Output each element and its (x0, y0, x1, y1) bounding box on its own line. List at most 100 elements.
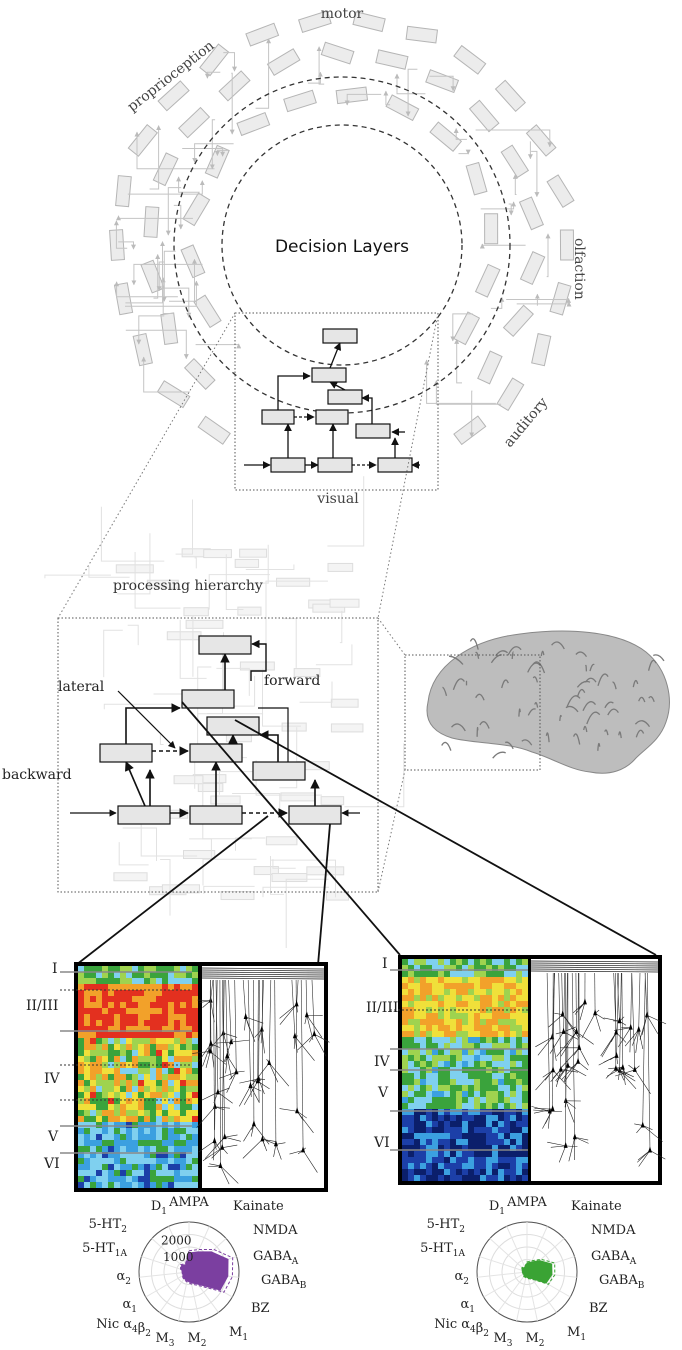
neuron-soma (243, 1013, 248, 1020)
heatmap-cell (432, 1115, 438, 1121)
heatmap-cell (180, 1140, 186, 1146)
heatmap-cell (168, 1176, 174, 1182)
heatmap-cell (108, 1146, 114, 1152)
heatmap-cell (438, 1061, 444, 1067)
heatmap-cell (468, 1055, 474, 1061)
neuron-soma (208, 1047, 213, 1054)
heatmap-cell (156, 972, 162, 978)
heatmap-cell (132, 1134, 138, 1140)
heatmap-cell (492, 1157, 498, 1163)
heatmap-cell (144, 1062, 150, 1068)
heatmap-cell (510, 1145, 516, 1151)
heatmap-cell (498, 1079, 504, 1085)
faint-node (253, 866, 279, 876)
heatmap-cell (492, 965, 498, 971)
heatmap-cell (78, 1050, 84, 1056)
heatmap-cell (456, 1091, 462, 1097)
heatmap-cell (114, 1050, 120, 1056)
heatmap-cell (84, 1092, 90, 1098)
heatmap-cell (516, 983, 522, 989)
faint-edge (270, 856, 284, 895)
heatmap-cell (156, 1104, 162, 1110)
heatmap-cell (84, 1164, 90, 1170)
heatmap-cell (414, 1073, 420, 1079)
heatmap-cell (78, 966, 84, 972)
heatmap-cell (486, 965, 492, 971)
ring-edge (192, 143, 234, 163)
heatmap-cell (522, 1121, 528, 1127)
heatmap-cell (480, 1145, 486, 1151)
heatmap-cell (402, 1085, 408, 1091)
heatmap-cell (144, 984, 150, 990)
heatmap-cell (174, 1026, 180, 1032)
heatmap-cell (78, 984, 84, 990)
neuron-dendrite (558, 972, 562, 1070)
heatmap-cell (438, 1085, 444, 1091)
brain-sulcus (597, 673, 609, 686)
heatmap-cell (438, 995, 444, 1001)
heatmap-cell (162, 1002, 168, 1008)
brain-sulcus (604, 729, 609, 736)
heatmap-cell (138, 1050, 144, 1056)
neuron-branch (533, 1109, 550, 1112)
heatmap-cell (432, 1043, 438, 1049)
heatmap-cell (486, 1007, 492, 1013)
heatmap-cell (522, 1007, 528, 1013)
heatmap-cell (192, 1098, 198, 1104)
heatmap-cell (420, 1157, 426, 1163)
ring-edge (195, 343, 242, 349)
heatmap-cell (474, 1007, 480, 1013)
neuron-branch (314, 1033, 330, 1043)
heatmap-cell (408, 1115, 414, 1121)
heatmap-cell (444, 983, 450, 989)
heatmap-cell (102, 1104, 108, 1110)
heatmap-cell (522, 1043, 528, 1049)
heatmap-cell (168, 1008, 174, 1014)
brain-sulcus (534, 701, 539, 708)
heatmap-cell (156, 1146, 162, 1152)
hierarchy-node (198, 635, 252, 655)
heatmap-cell (408, 1139, 414, 1145)
heatmap-cell (480, 1175, 486, 1181)
receptor-label-alpha2: α2 (116, 1269, 131, 1287)
heatmap-cell (120, 1182, 126, 1188)
neuron-branch (253, 1124, 270, 1145)
heatmap-cell (444, 989, 450, 995)
heatmap-cell (150, 1086, 156, 1092)
brain-sulcus (521, 739, 533, 746)
heatmap-cell (504, 1079, 510, 1085)
heatmap-cell (102, 1152, 108, 1158)
heatmap-cell (420, 1127, 426, 1133)
heatmap-cell (144, 1044, 150, 1050)
heatmap-cell (438, 1007, 444, 1013)
heatmap-cell (138, 1014, 144, 1020)
heatmap-cell (180, 1104, 186, 1110)
heatmap-cell (114, 1098, 120, 1104)
neuron-dendrite (571, 972, 576, 1138)
heatmap-cell (162, 1032, 168, 1038)
heatmap-cell (120, 1002, 126, 1008)
heatmap-cell (408, 983, 414, 989)
heatmap-cell (150, 1134, 156, 1140)
heatmap-cell (174, 1014, 180, 1020)
heatmap-cell (450, 1127, 456, 1133)
heatmap-cell (420, 1175, 426, 1181)
ring-node (160, 312, 179, 345)
heatmap-cell (132, 1002, 138, 1008)
heatmap-cell (180, 1110, 186, 1116)
heatmap-cell (510, 1103, 516, 1109)
heatmap-cell (114, 1182, 120, 1188)
neuron-branch (594, 1013, 601, 1032)
heatmap-cell (96, 1146, 102, 1152)
heatmap-cell (516, 995, 522, 1001)
heatmap-cell (162, 1014, 168, 1020)
heatmap-cell (432, 1019, 438, 1025)
ring-edge (433, 380, 502, 405)
ring-node (453, 44, 487, 75)
ring-node (385, 94, 420, 122)
heatmap-cell (156, 978, 162, 984)
heatmap-cell (120, 1122, 126, 1128)
heatmap-cell (138, 1104, 144, 1110)
heatmap-cell (426, 1097, 432, 1103)
